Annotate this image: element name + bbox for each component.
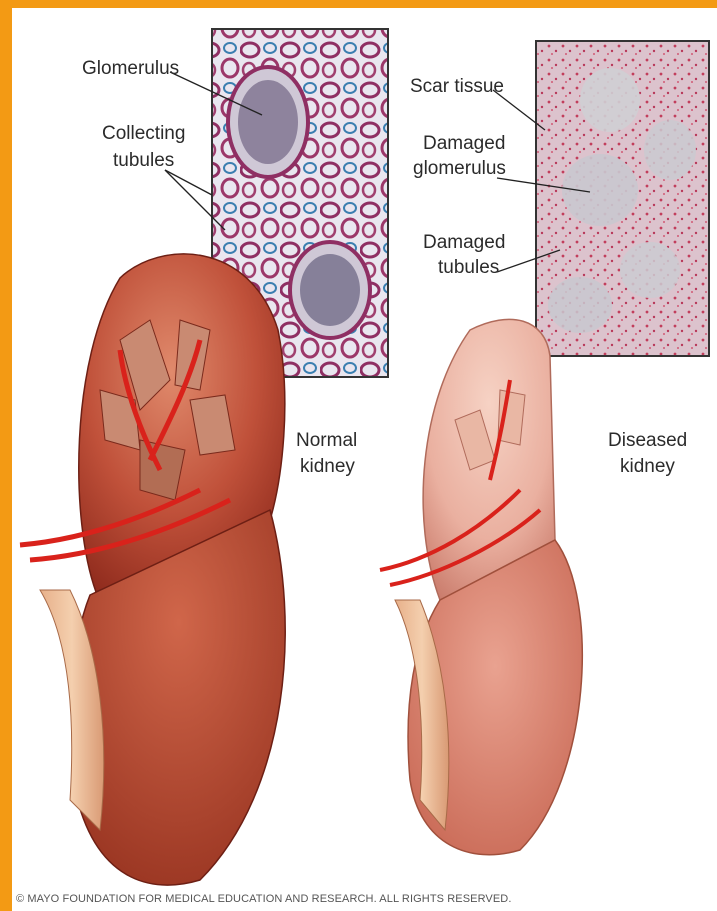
- label-damaged-tubules-line-1: Damaged: [423, 232, 505, 254]
- label-glomerulus: Glomerulus: [82, 58, 179, 80]
- label-damaged-glomerulus-line-1: Damaged: [423, 133, 505, 155]
- diseased-kidney-drawing: [380, 319, 582, 854]
- label-scar-tissue: Scar tissue: [410, 76, 504, 98]
- label-normal-line-1: Normal: [296, 430, 357, 452]
- label-damaged-tubules-line-2: tubules: [438, 257, 499, 279]
- label-damaged-glomerulus-line-2: glomerulus: [413, 158, 506, 180]
- label-diseased-line-2: kidney: [620, 456, 675, 478]
- diseased-tissue-micrograph: [536, 41, 709, 356]
- copyright-notice: © MAYO FOUNDATION FOR MEDICAL EDUCATION …: [16, 893, 512, 905]
- label-diseased-line-1: Diseased: [608, 430, 687, 452]
- label-collecting-line-2: tubules: [113, 150, 174, 172]
- label-normal-line-2: kidney: [300, 456, 355, 478]
- normal-kidney-drawing: [20, 254, 285, 885]
- label-collecting-line-1: Collecting: [102, 123, 185, 145]
